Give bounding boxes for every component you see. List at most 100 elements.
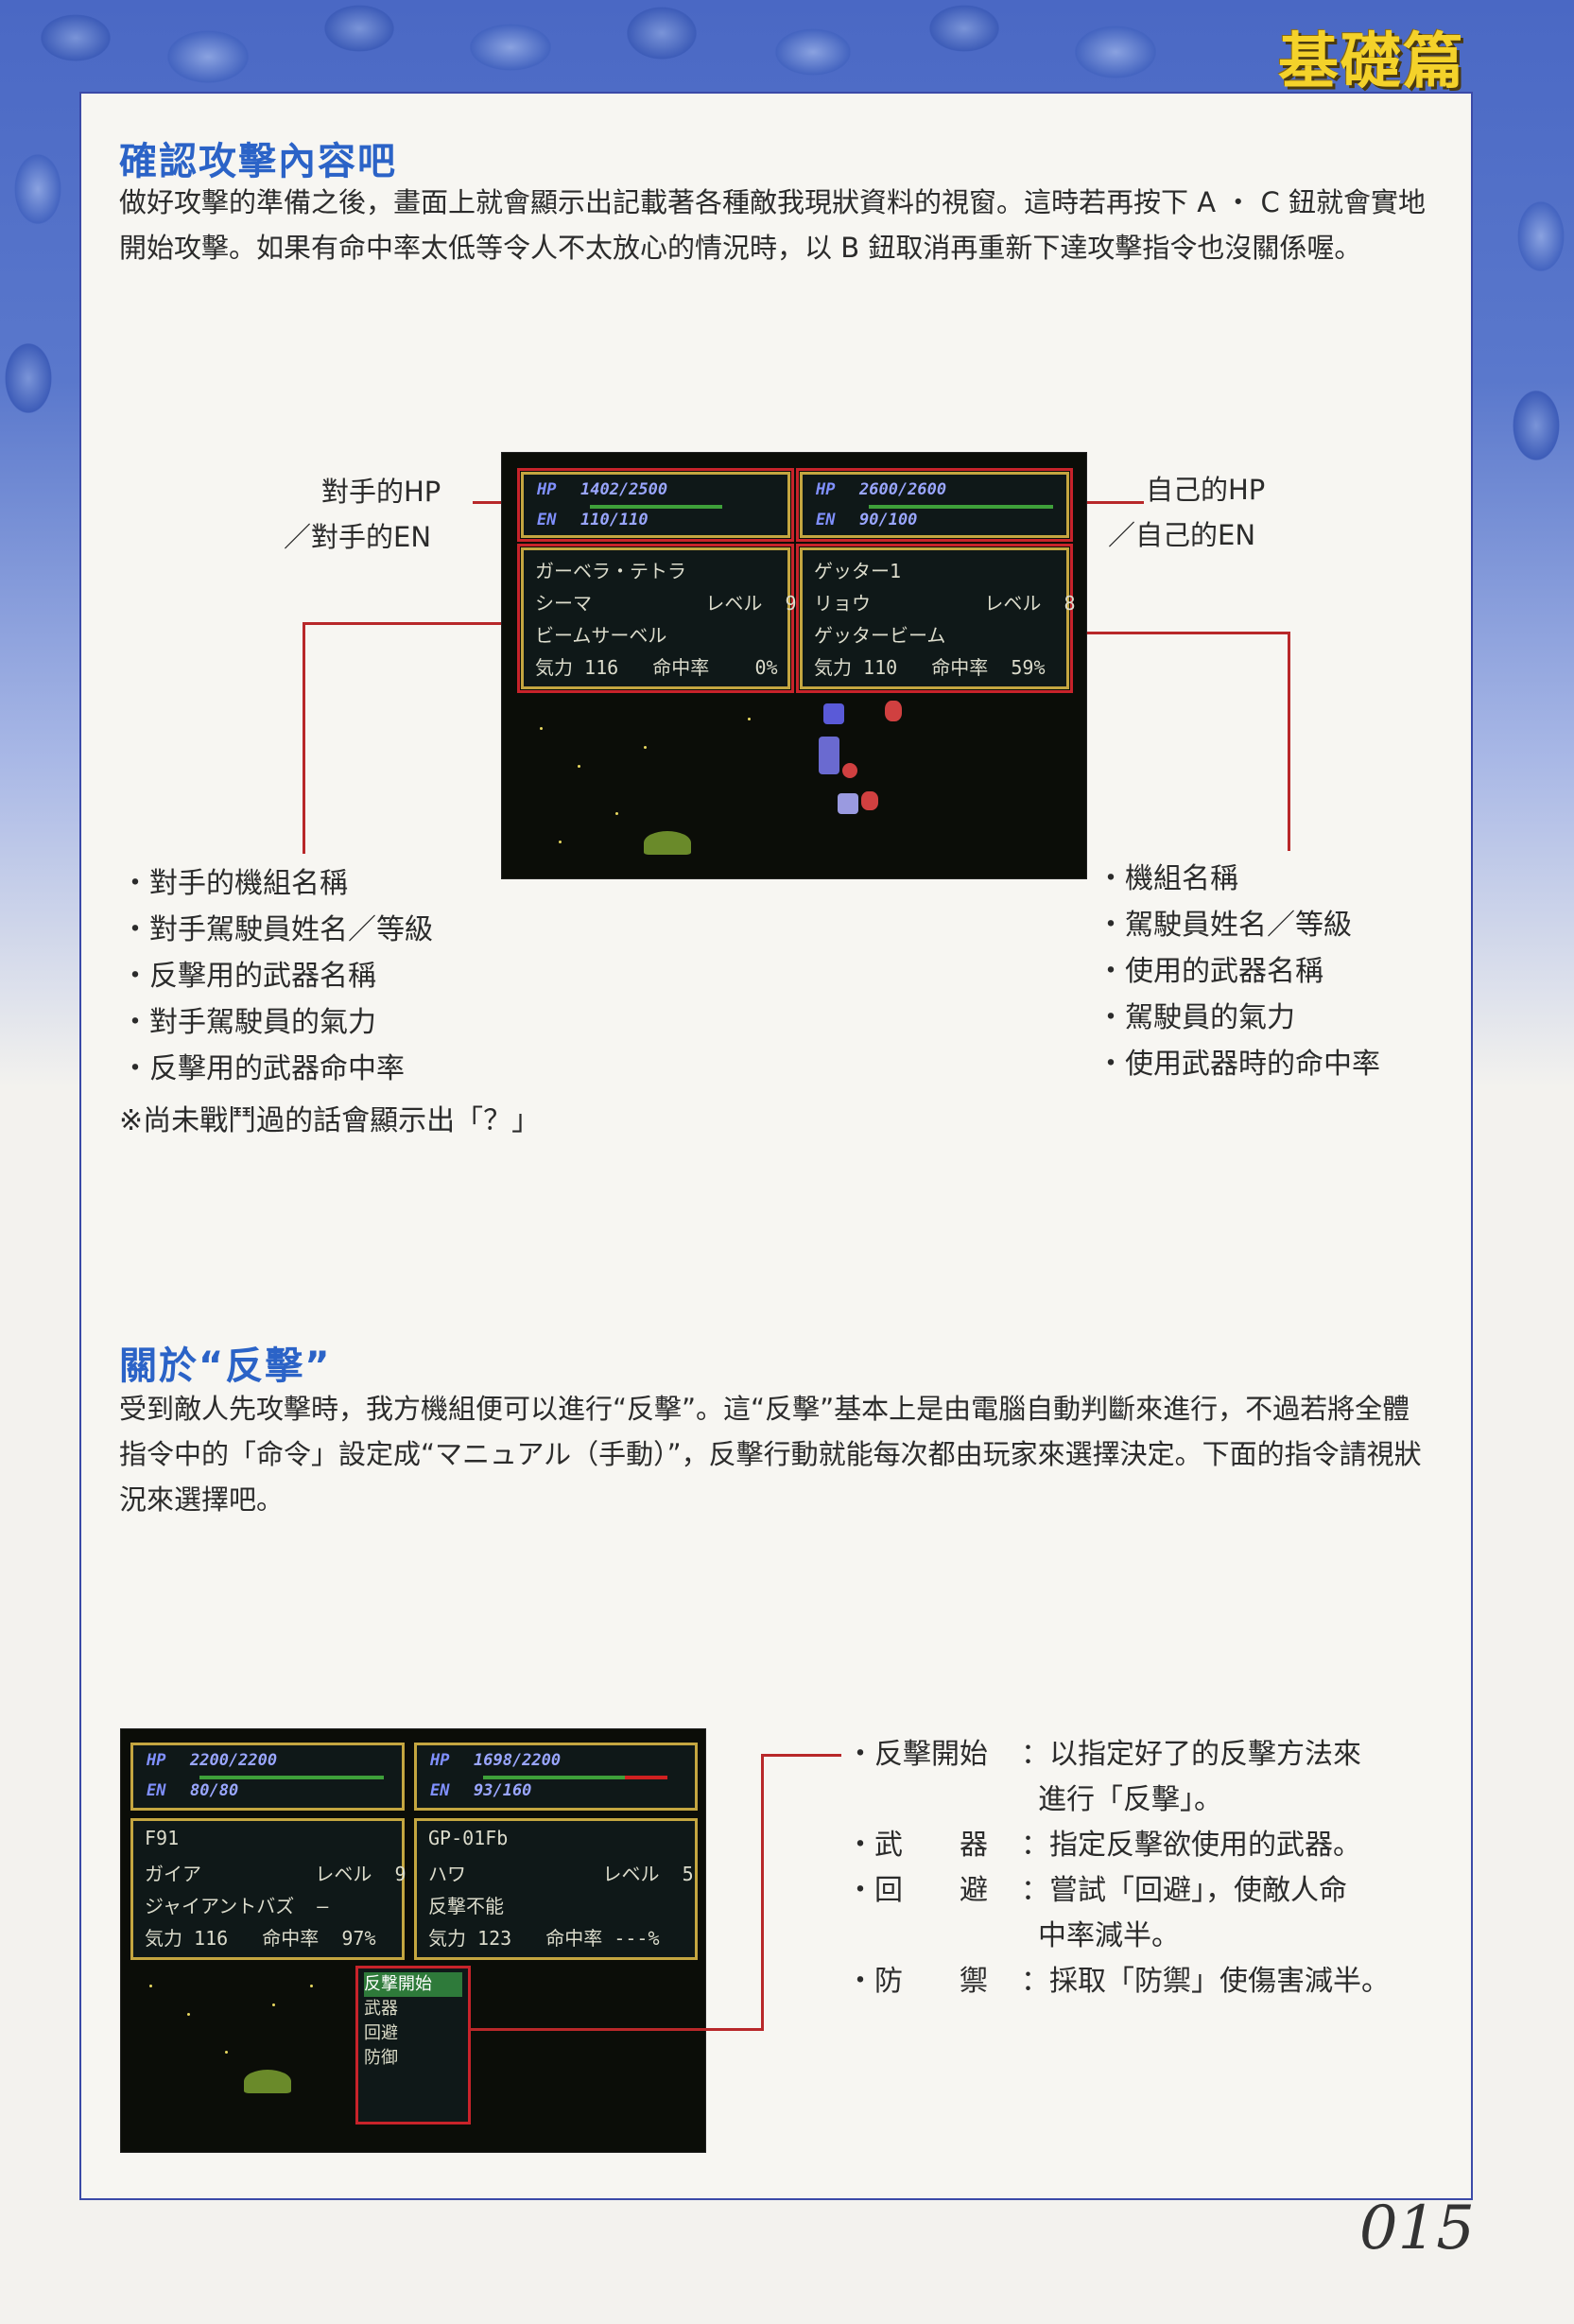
list-item: ・機組名稱 xyxy=(1097,862,1238,895)
page-number: 015 xyxy=(1358,2194,1475,2263)
enemy-en-value: 110/110 xyxy=(580,511,649,529)
self-pilot-level: リョウ レベル 8 xyxy=(814,592,1076,615)
list-item: ・使用的武器名稱 xyxy=(1097,955,1323,988)
command-desc: ：指定反擊欲使用的武器。 xyxy=(1021,1829,1361,1862)
en-key: EN xyxy=(147,1781,166,1800)
enemy-hp-value: 1402/2500 xyxy=(580,480,668,499)
right-hp-value: 1698/2200 xyxy=(474,1751,562,1770)
callout-line-enemy-info-h xyxy=(303,622,515,625)
list-item: ・使用武器時的命中率 xyxy=(1097,1048,1380,1081)
enemy-hp-en-panel: HP 1402/2500 EN 110/110 xyxy=(517,468,794,542)
enemy-weapon: ビームサーベル xyxy=(535,624,667,647)
section-paragraph-counterattack: 受到敵人先攻擊時，我方機組便可以進行“反擊”。這“反擊”基本上是由電腦自動判斷來… xyxy=(119,1393,1422,1516)
spacer xyxy=(846,1914,1021,1959)
chapter-label: 基礎篇 xyxy=(1278,26,1465,97)
command-desc-continuation: 進行「反擊」。 xyxy=(846,1778,1390,1823)
game-screen-counterattack: HP 2200/2200 EN 80/80 HP 1698/2200 EN 93/160… xyxy=(120,1728,706,2153)
enemy-info-panel: ガーベラ・テトラ シーマ レベル 9 ビームサーベル 気力 116 命中率 0% xyxy=(517,544,797,693)
command-desc-counter-start: ・反擊開始 ：以指定好了的反擊方法來 xyxy=(846,1732,1390,1778)
left-morale-hit: 気力 116 命中率 97% xyxy=(145,1927,376,1950)
enemy-hp-bar xyxy=(590,505,722,509)
command-desc: ：嘗試「回避」，使敵人命 xyxy=(1021,1874,1347,1907)
list-item: ・反擊用的武器名稱 xyxy=(121,960,376,993)
command-key: ・防 禦 xyxy=(846,1965,988,1998)
label-enemy-hp: 對手的HP xyxy=(321,476,441,508)
command-desc-weapon: ・武 器：指定反擊欲使用的武器。 xyxy=(846,1823,1390,1868)
command-desc: 進行「反擊」。 xyxy=(1038,1783,1222,1816)
self-hp-value: 2600/2600 xyxy=(859,480,947,499)
unit-sprite-red xyxy=(842,763,857,778)
list-item: ・駕駛員的氣力 xyxy=(1097,1001,1295,1034)
self-weapon: ゲッタービーム xyxy=(814,624,946,647)
self-unit-name: ゲッター1 xyxy=(814,560,902,582)
map-star xyxy=(644,746,647,749)
callout-line-enemy-info-v xyxy=(303,622,305,854)
spacer xyxy=(846,1778,1021,1823)
list-item: ・對手駕駛員的氣力 xyxy=(121,1006,376,1039)
en-key: EN xyxy=(816,511,836,529)
enemy-morale-hit: 気力 116 命中率 0% xyxy=(535,656,778,679)
unit-sprite-blue xyxy=(823,703,844,724)
label-enemy-en: ／對手的EN xyxy=(284,521,432,553)
callout-line-self-info-h xyxy=(1087,632,1290,634)
command-desc: 中率減半。 xyxy=(1038,1919,1180,1952)
map-star xyxy=(225,2051,228,2054)
list-item: ・反擊用的武器命中率 xyxy=(121,1052,405,1085)
enemy-info-list: ・對手的機組名稱 ・對手駕駛員姓名／等級 ・反擊用的武器名稱 ・對手駕駛員的氣力… xyxy=(121,860,433,1092)
map-star xyxy=(578,765,580,768)
enemy-info-note: ※尚未戰鬥過的話會顯示出「？」 xyxy=(119,1104,541,1137)
left-pilot-level: ガイア レベル 9 xyxy=(145,1863,406,1885)
right-pilot-level: ハワ レベル 5 xyxy=(428,1863,694,1885)
command-desc: ：採取「防禦」使傷害減半。 xyxy=(1021,1965,1390,1998)
left-weapon: ジャイアントバズ — xyxy=(145,1895,329,1917)
unit-sprite-red xyxy=(861,791,878,810)
section-title-counterattack: 關於“反擊” xyxy=(119,1344,332,1388)
menu-item-evade[interactable]: 回避 xyxy=(364,2023,398,2043)
game-screen-attack-confirm: HP 1402/2500 EN 110/110 HP 2600/2600 EN 90/1… xyxy=(501,452,1087,879)
hp-key: HP xyxy=(430,1751,450,1770)
left-hp-value: 2200/2200 xyxy=(190,1751,278,1770)
en-key: EN xyxy=(430,1781,450,1800)
command-desc: ：以指定好了的反擊方法來 xyxy=(1021,1738,1361,1771)
right-hp-en-panel: HP 1698/2200 EN 93/160 xyxy=(414,1743,698,1811)
self-info-panel: ゲッター1 リョウ レベル 8 ゲッタービーム 気力 110 命中率 59% xyxy=(796,544,1076,693)
label-self-en: ／自己的EN xyxy=(1108,519,1256,551)
self-hp-bar xyxy=(869,505,1053,509)
right-hp-bar-damage xyxy=(625,1776,667,1779)
enemy-pilot-level: シーマ レベル 9 xyxy=(535,592,797,615)
counterattack-command-menu: 反撃開始 武器 回避 防御 xyxy=(355,1966,471,2125)
map-star xyxy=(748,718,751,720)
map-star xyxy=(310,1985,313,1987)
left-en-value: 80/80 xyxy=(190,1781,239,1800)
left-info-panel: F91 ガイア レベル 9 ジャイアントバズ — 気力 116 命中率 97% xyxy=(130,1818,406,1960)
callout-line-menu-top xyxy=(761,1754,841,1757)
terrain-sprite xyxy=(644,831,691,855)
map-star xyxy=(272,2003,275,2006)
terrain-sprite xyxy=(244,2070,291,2093)
list-item: ・駕駛員姓名／等級 xyxy=(1097,909,1352,942)
list-item: ・對手駕駛員姓名／等級 xyxy=(121,913,433,946)
command-key: ・反擊開始 xyxy=(846,1738,988,1771)
hp-key: HP xyxy=(537,480,557,499)
enemy-unit-name: ガーベラ・テトラ xyxy=(535,560,686,582)
callout-line-self-info-v xyxy=(1288,632,1290,851)
self-en-value: 90/100 xyxy=(859,511,918,529)
map-star xyxy=(559,841,562,843)
right-weapon: 反撃不能 xyxy=(428,1895,504,1917)
right-morale-hit: 気力 123 命中率 ---% xyxy=(428,1927,660,1950)
command-desc-evade: ・回 避 ：嘗試「回避」，使敵人命 xyxy=(846,1868,1390,1914)
map-star xyxy=(540,727,543,730)
callout-line-menu-h xyxy=(470,2028,763,2031)
right-en-value: 93/160 xyxy=(474,1781,532,1800)
unit-sprite-red xyxy=(885,701,902,721)
menu-item-counter-start[interactable]: 反撃開始 xyxy=(364,1972,462,1997)
menu-item-defend[interactable]: 防御 xyxy=(364,2048,398,2068)
self-morale-hit: 気力 110 命中率 59% xyxy=(814,656,1046,679)
unit-sprite-blue xyxy=(819,737,839,774)
command-key: ・回 避 xyxy=(846,1874,988,1907)
en-key: EN xyxy=(537,511,557,529)
counterattack-command-descriptions: ・反擊開始 ：以指定好了的反擊方法來 進行「反擊」。 ・武 器：指定反擊欲使用的武… xyxy=(846,1732,1390,2004)
menu-item-weapon[interactable]: 武器 xyxy=(364,1999,398,2019)
map-star xyxy=(149,1985,152,1987)
